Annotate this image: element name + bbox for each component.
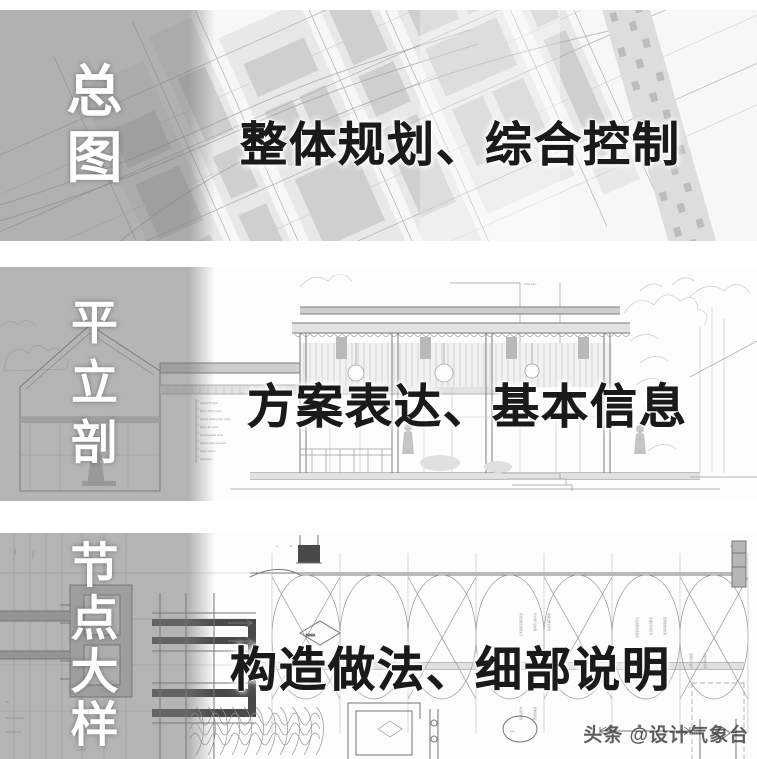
svg-text:构造层做法说明文字: 构造层做法说明文字 [519, 613, 523, 637]
svg-text:材料规格说明: 材料规格说明 [703, 653, 707, 669]
panel-master-plan: 总 图 整体规划、综合控制 [0, 10, 757, 241]
aerial-site-plan-artwork [0, 10, 757, 241]
svg-text:Detail A: Detail A [306, 633, 315, 637]
svg-text:B: B [290, 544, 292, 548]
svg-text:密封胶嵌缝处理: 密封胶嵌缝处理 [663, 617, 667, 636]
svg-text:white paint: white paint [524, 282, 537, 286]
panel-3-label-overlay [0, 533, 215, 759]
svg-text:防水隔汽层处理: 防水隔汽层处理 [533, 613, 537, 632]
svg-text:保温层厚度详见: 保温层厚度详见 [547, 613, 551, 632]
svg-text:A: A [276, 544, 278, 548]
panel-construction-detail: detail section jamb frame 20 80/1 to Day… [0, 533, 757, 759]
svg-text:electric heating floor / slab: electric heating floor / slab [200, 417, 231, 421]
building-section-elevation-artwork: white PVC float 50mm XPS mortar electric… [0, 267, 757, 501]
panel-plan-elevation-section: white PVC float 50mm XPS mortar electric… [0, 267, 757, 501]
svg-text:标高控制线: 标高控制线 [519, 707, 523, 720]
svg-text:详图索引编号: 详图索引编号 [689, 653, 693, 669]
panel-2-label-overlay [0, 267, 215, 501]
watermark: 头条 @设计气象台 [583, 725, 749, 746]
svg-text:金属压条固定件: 金属压条固定件 [649, 617, 653, 636]
svg-text:C: C [730, 544, 732, 548]
svg-text:结构基层面: 结构基层面 [533, 707, 537, 720]
svg-text:节点细部构造说明: 节点细部构造说明 [635, 617, 639, 638]
svg-text:40: 40 [638, 724, 641, 728]
svg-text:Rev: Rev [510, 729, 515, 733]
panel-1-label-overlay [0, 10, 215, 241]
